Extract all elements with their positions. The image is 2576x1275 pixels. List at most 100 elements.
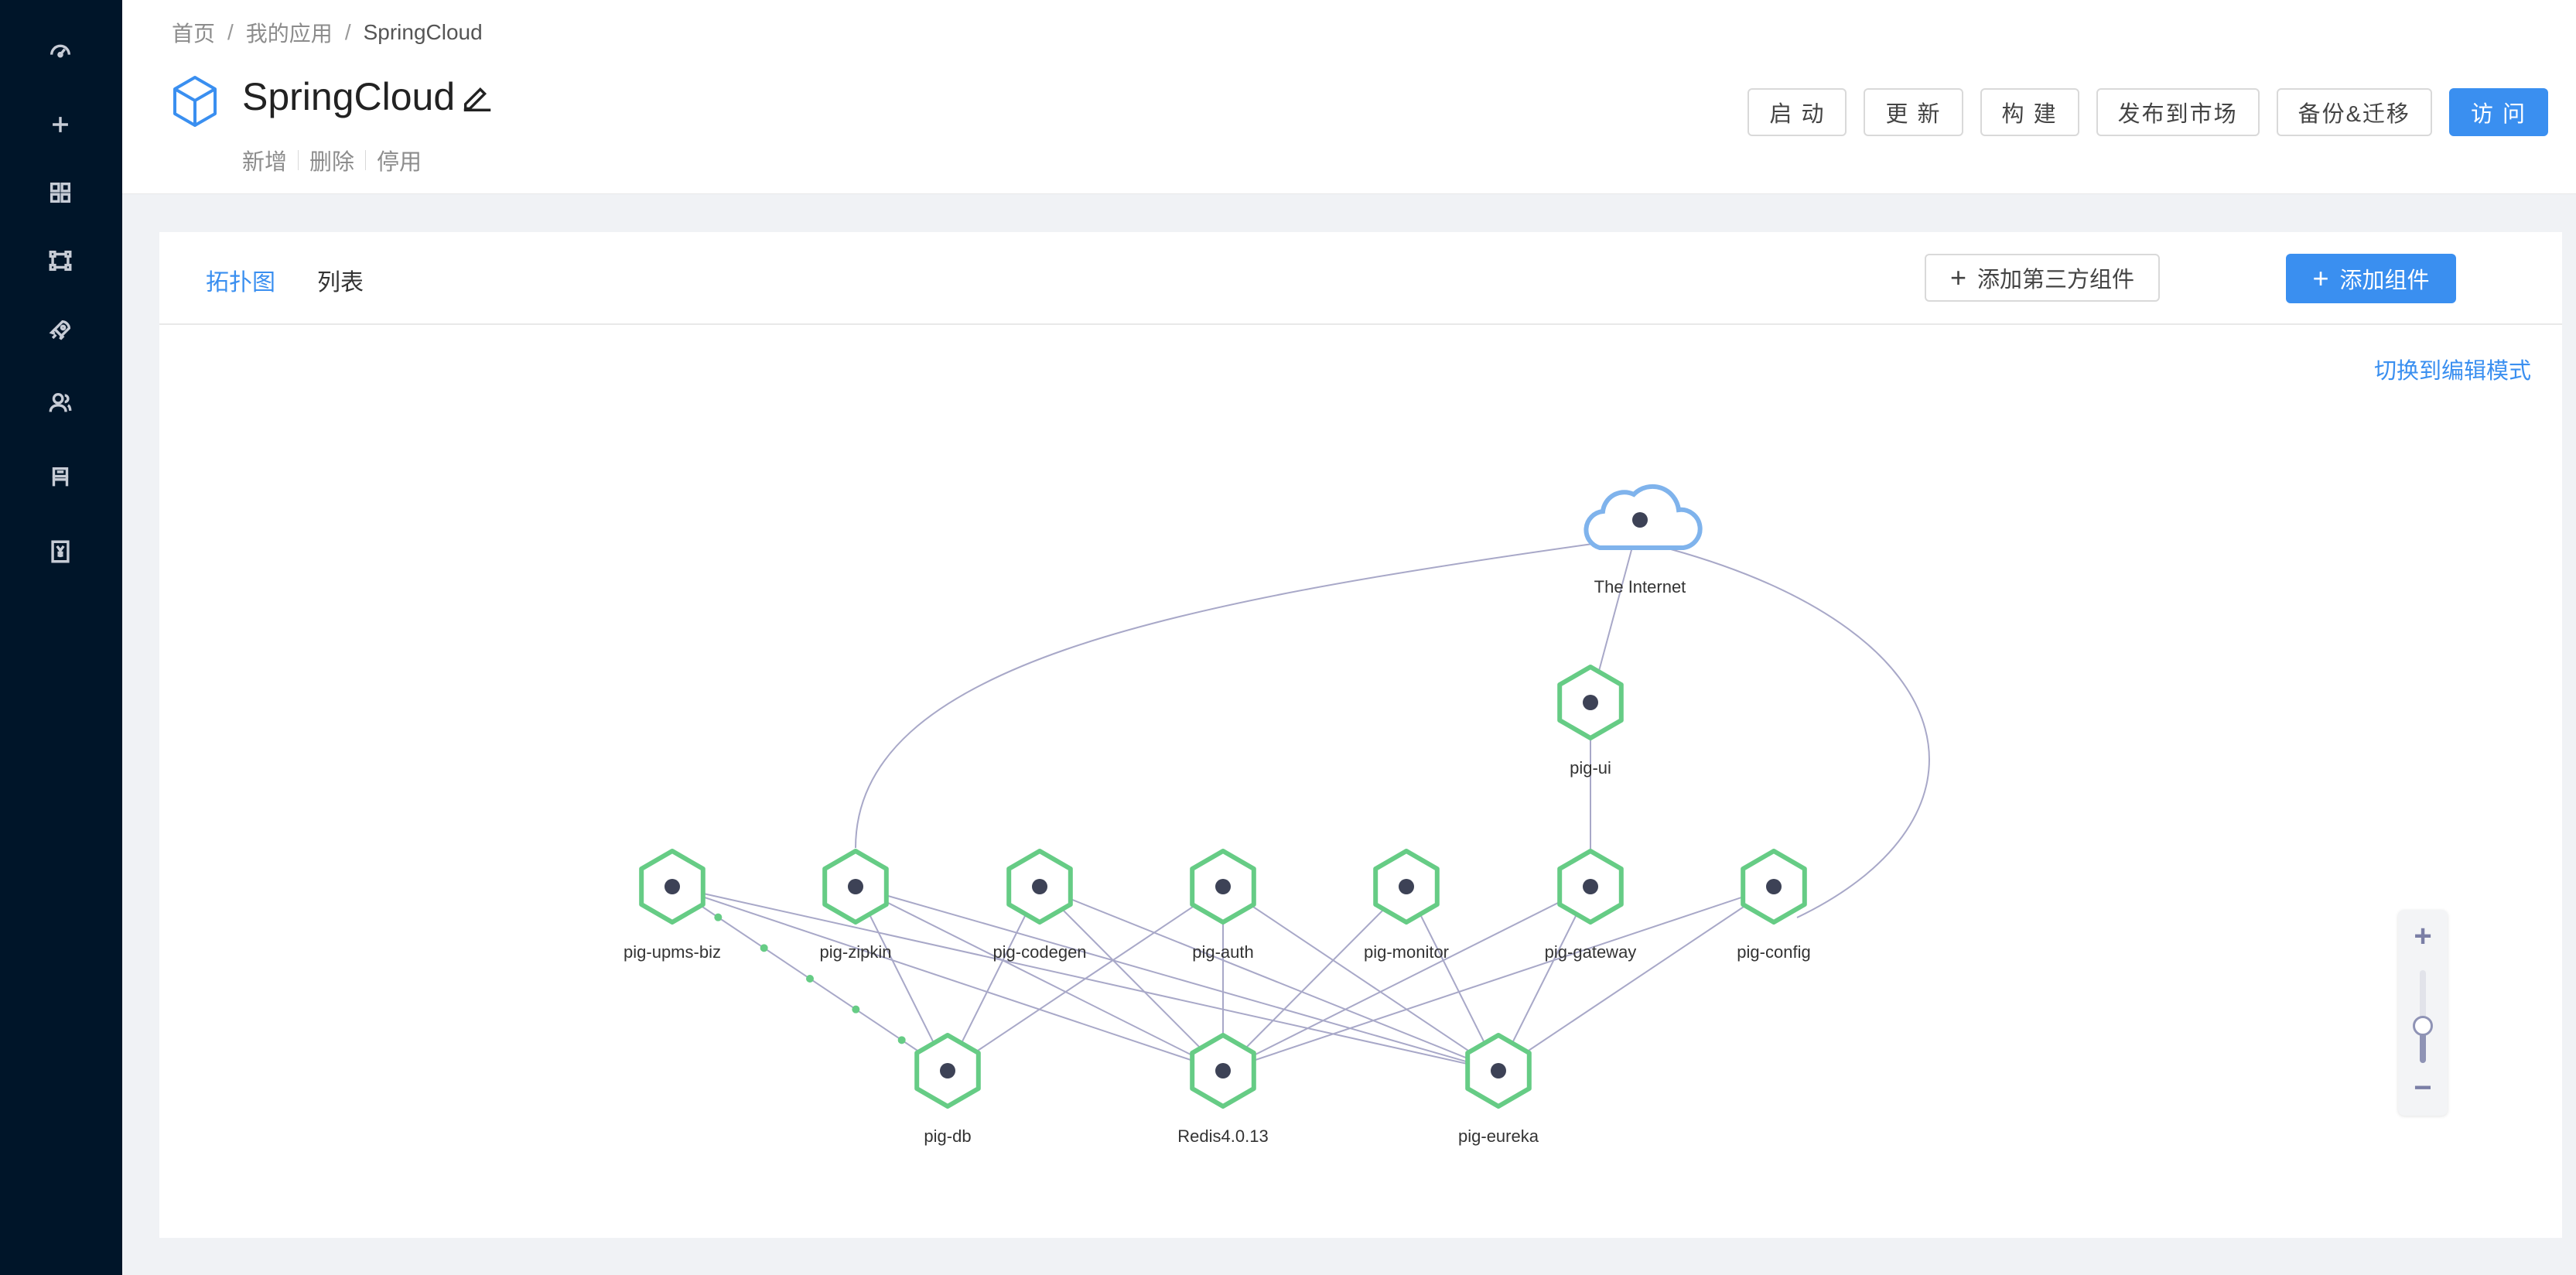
apps-grid-icon[interactable] — [43, 175, 78, 210]
node-pig-eureka[interactable]: pig-eureka — [1458, 1033, 1539, 1146]
zoom-slider-thumb[interactable] — [2413, 1016, 2433, 1036]
node-dot — [1766, 879, 1782, 894]
node-label: pig-db — [924, 1126, 971, 1146]
page-header: 首页 / 我的应用 / SpringCloud SpringCloud 新增 删… — [122, 0, 2576, 194]
app-sub-actions: 新增 删除 停用 — [242, 144, 422, 176]
edge-pig-zipkin-redis — [855, 886, 1224, 1072]
add-component-button[interactable]: + 添加组件 — [2286, 254, 2456, 303]
node-dot — [1583, 695, 1598, 710]
node-pig-upms-biz[interactable]: pig-upms-biz — [624, 849, 721, 962]
edge-pig-upms-biz-redis — [671, 886, 1224, 1072]
plus-icon[interactable] — [43, 107, 78, 142]
publish-market-button[interactable]: 发布到市场 — [2096, 88, 2260, 136]
update-button[interactable]: 更 新 — [1864, 88, 1963, 136]
store-icon[interactable] — [43, 460, 78, 495]
edge-pig-monitor-redis — [1222, 886, 1407, 1072]
topology-edges — [671, 518, 1930, 1072]
page-title: SpringCloud — [242, 74, 495, 119]
node-label: pig-codegen — [992, 942, 1086, 962]
add-third-party-label: 添加第三方组件 — [1977, 268, 2135, 292]
billing-icon[interactable] — [43, 534, 78, 569]
build-button[interactable]: 构 建 — [1980, 88, 2079, 136]
edge-pig-config-redis — [1222, 886, 1775, 1072]
breadcrumb-my-apps[interactable]: 我的应用 — [245, 22, 333, 46]
tab-list[interactable]: 列表 — [317, 270, 364, 296]
node-label: pig-zipkin — [820, 942, 892, 962]
visit-button[interactable]: 访 问 — [2448, 88, 2548, 136]
node-pig-monitor[interactable]: pig-monitor — [1364, 849, 1449, 962]
breadcrumb-separator: / — [227, 20, 234, 44]
node-dot — [1491, 1063, 1506, 1078]
node-label: Redis4.0.13 — [1177, 1126, 1268, 1146]
plus-icon: + — [2312, 262, 2329, 294]
sidebar — [0, 0, 122, 1275]
node-pig-db[interactable]: pig-db — [914, 1033, 981, 1146]
node-pig-auth[interactable]: pig-auth — [1190, 849, 1256, 962]
node-label: pig-upms-biz — [624, 942, 721, 962]
flow-dot — [714, 913, 723, 921]
topology-card: 拓扑图 列表 + 添加第三方组件 + 添加组件 The Internet pig-… — [159, 232, 2562, 1238]
breadcrumb-home[interactable]: 首页 — [172, 22, 216, 46]
node-dot — [1215, 879, 1231, 894]
add-link[interactable]: 新增 — [242, 150, 288, 175]
users-icon[interactable] — [43, 385, 78, 421]
node-internet[interactable]: The Internet — [1584, 484, 1703, 596]
divider — [298, 150, 299, 170]
breadcrumb-separator: / — [344, 20, 351, 44]
edge-pig-auth-pig-eureka — [1222, 886, 1499, 1072]
node-label: pig-eureka — [1458, 1126, 1539, 1146]
node-pig-ui[interactable]: pig-ui — [1557, 665, 1624, 778]
switch-edit-mode-link[interactable]: 切换到编辑模式 — [2373, 359, 2531, 384]
breadcrumb-current: SpringCloud — [363, 20, 483, 44]
node-label: pig-ui — [1570, 758, 1611, 778]
disable-link[interactable]: 停用 — [377, 150, 422, 175]
node-pig-gateway[interactable]: pig-gateway — [1545, 849, 1637, 962]
edge-pig-codegen-redis — [1039, 886, 1224, 1072]
node-pig-codegen[interactable]: pig-codegen — [992, 849, 1087, 962]
node-dot — [1399, 879, 1414, 894]
flow-dot — [897, 1036, 906, 1044]
start-button[interactable]: 启 动 — [1748, 88, 1847, 136]
add-third-party-button[interactable]: + 添加第三方组件 — [1925, 254, 2160, 302]
edit-pencil-icon[interactable] — [460, 79, 495, 115]
node-label: The Internet — [1594, 577, 1686, 596]
zoom-control: + − — [2398, 910, 2448, 1116]
edge-pig-monitor-pig-eureka — [1406, 886, 1499, 1072]
edge-pig-config-pig-eureka — [1498, 886, 1775, 1072]
edge-pig-codegen-pig-eureka — [1039, 886, 1499, 1072]
node-dot — [848, 879, 863, 894]
zoom-in-button[interactable]: + — [2414, 919, 2432, 953]
edge-internet-pig-config — [1670, 549, 1930, 918]
edge-pig-zipkin-pig-db — [855, 886, 948, 1072]
zoom-out-button[interactable]: − — [2414, 1071, 2432, 1105]
node-dot — [1632, 512, 1648, 528]
rocket-icon[interactable] — [43, 313, 78, 348]
topology-graph[interactable]: The Internet pig-ui pig-upms-biz pig-zipkin… — [159, 232, 2562, 1238]
edge-pig-gateway-redis — [1222, 886, 1591, 1072]
node-dot — [1215, 1063, 1231, 1078]
dashboard-icon[interactable] — [43, 32, 78, 68]
edge-pig-zipkin-pig-eureka — [855, 886, 1499, 1072]
node-label: pig-auth — [1192, 942, 1254, 962]
app-cube-icon — [173, 76, 217, 127]
plus-icon: + — [1949, 261, 1966, 293]
app-title-text: SpringCloud — [242, 75, 456, 118]
edge-pig-auth-pig-db — [947, 886, 1224, 1072]
topology-icon[interactable] — [43, 243, 78, 279]
delete-link[interactable]: 删除 — [309, 150, 355, 175]
topology-nodes: The Internet pig-ui pig-upms-biz pig-zipkin… — [624, 484, 1811, 1146]
tab-topology[interactable]: 拓扑图 — [206, 270, 275, 296]
edge-internet-pig-zipkin — [855, 541, 1610, 849]
node-label: pig-gateway — [1545, 942, 1637, 962]
node-dot — [1583, 879, 1598, 894]
edge-pig-codegen-pig-db — [947, 886, 1040, 1072]
zoom-slider-fill — [2420, 1026, 2426, 1063]
node-redis[interactable]: Redis4.0.13 — [1177, 1033, 1269, 1146]
node-pig-zipkin[interactable]: pig-zipkin — [820, 849, 892, 962]
backup-migrate-button[interactable]: 备份&迁移 — [2276, 88, 2432, 136]
node-dot — [940, 1063, 955, 1078]
node-pig-config[interactable]: pig-config — [1737, 849, 1811, 962]
flow-dot — [852, 1005, 860, 1014]
node-label: pig-monitor — [1364, 942, 1449, 962]
flow-dot — [806, 975, 814, 983]
